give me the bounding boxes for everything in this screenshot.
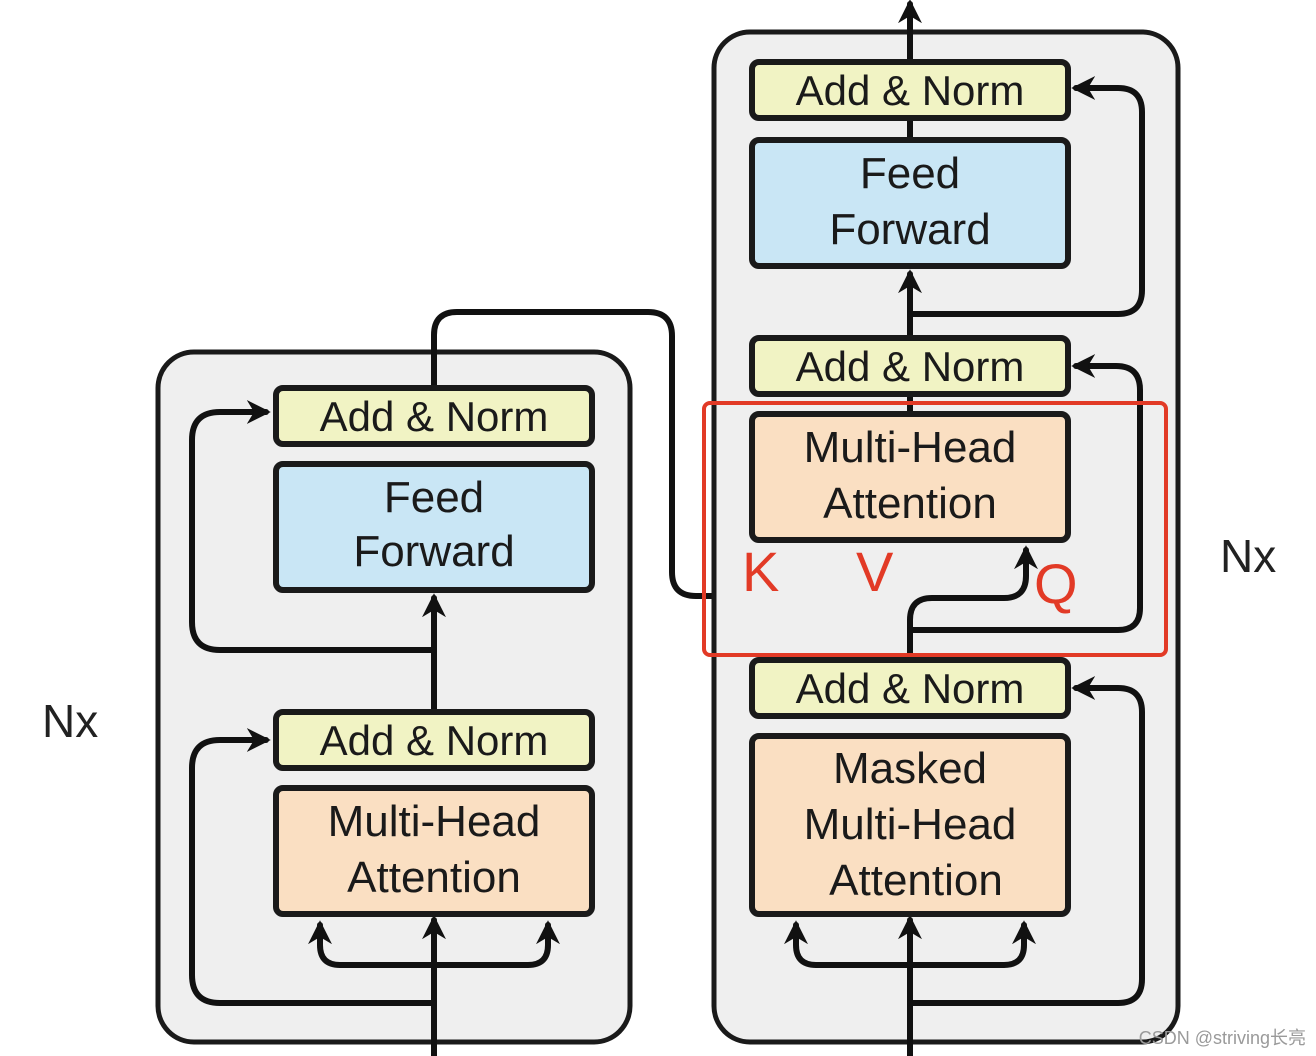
encoder-stack [155,349,633,1045]
decoder-repeat-label: Nx [1220,530,1276,582]
watermark: CSDN @striving长亮 [1139,1028,1306,1048]
decoder-add-norm-top [749,59,1071,121]
decoder-add-norm-bottom-label: Add & Norm [796,665,1025,712]
decoder-feed-forward-line1: Feed [860,149,960,198]
decoder-cross-multi-head-attention [749,411,1071,543]
encoder-add-norm-top [273,385,595,447]
cross-attention-highlight [702,401,1168,657]
query-label: Q [1034,552,1078,615]
encoder-feed-forward [273,461,595,593]
encoder-add-norm-bottom [273,709,595,771]
encoder-mha-line2: Attention [347,853,521,902]
decoder-masked-multi-head-attention [749,733,1071,917]
decoder-masked-line3: Attention [829,856,1003,905]
decoder-cross-mha-line2: Attention [823,479,997,528]
value-label: V [856,540,894,603]
encoder-multi-head-attention [273,785,595,917]
decoder-add-norm-top-label: Add & Norm [796,67,1025,114]
decoder-wires [784,0,1145,1056]
decoder-masked-line2: Multi-Head [804,800,1017,849]
encoder-wires [189,309,922,1056]
encoder-feed-forward-line2: Forward [353,527,514,576]
key-label: K [742,540,779,603]
decoder-cross-mha-line1: Multi-Head [804,423,1017,472]
encoder-add-norm-top-label: Add & Norm [320,393,549,440]
encoder-mha-line1: Multi-Head [328,797,541,846]
decoder-add-norm-bottom [749,657,1071,719]
encoder-feed-forward-line1: Feed [384,473,484,522]
encoder-repeat-label: Nx [42,695,98,747]
encoder-add-norm-bottom-label: Add & Norm [320,717,549,764]
decoder-feed-forward-line2: Forward [829,205,990,254]
decoder-masked-line1: Masked [833,744,987,793]
decoder-feed-forward [749,137,1071,269]
decoder-add-norm-mid [749,335,1071,397]
decoder-add-norm-mid-label: Add & Norm [796,343,1025,390]
